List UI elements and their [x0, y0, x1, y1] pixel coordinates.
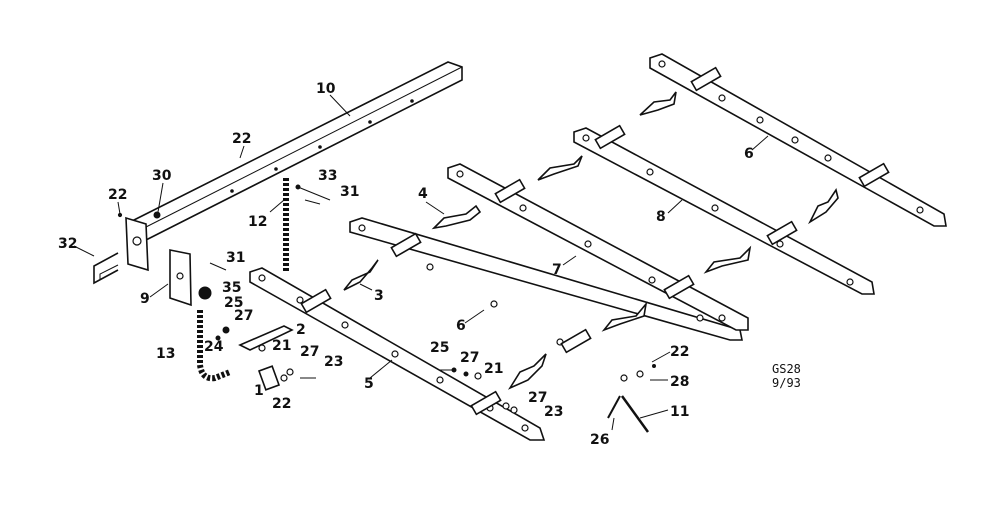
callout-30: 30 — [152, 168, 172, 184]
callout-27: 27 — [460, 350, 479, 366]
mounting-plate — [169, 249, 212, 307]
callout-28: 28 — [670, 374, 689, 390]
callouts: 10 22 30 22 32 33 31 12 31 9 35 25 27 2 … — [58, 81, 754, 448]
bolts — [209, 184, 331, 271]
callout-31: 31 — [340, 184, 359, 200]
callout-26: 26 — [590, 432, 609, 448]
callout-21: 21 — [484, 361, 503, 377]
callout-23: 23 — [324, 354, 343, 370]
callout-27: 27 — [528, 390, 547, 406]
callout-23: 23 — [544, 404, 563, 420]
callout-12: 12 — [248, 214, 267, 230]
tine — [607, 364, 656, 433]
hardware-group — [215, 325, 518, 414]
drawing-code: GS28 9/93 — [772, 362, 801, 390]
harrow-bar-5 — [249, 267, 546, 441]
callout-1: 1 — [254, 383, 264, 399]
harrow-bar-7 — [447, 163, 749, 331]
callout-9: 9 — [140, 291, 150, 307]
drawing-code-line1: GS28 — [772, 362, 801, 376]
callout-22: 22 — [108, 187, 127, 203]
u-bolt — [93, 252, 119, 285]
callout-22: 22 — [232, 131, 251, 147]
callout-5: 5 — [364, 376, 374, 392]
callout-21: 21 — [272, 338, 291, 354]
callout-4: 4 — [418, 186, 428, 202]
callout-25: 25 — [224, 295, 243, 311]
callout-13: 13 — [156, 346, 175, 362]
z-brackets — [343, 91, 839, 390]
leader-lines — [73, 94, 769, 431]
drawing-code-line2: 9/93 — [772, 376, 801, 390]
callout-3: 3 — [374, 288, 384, 304]
main-frame-tube — [129, 61, 463, 241]
callout-27: 27 — [300, 344, 319, 360]
harrow-bar-8 — [573, 124, 875, 295]
callout-22: 22 — [670, 344, 689, 360]
harrow-bar-6-back — [649, 53, 947, 227]
callout-31: 31 — [226, 250, 245, 266]
callout-27: 27 — [234, 308, 253, 324]
callout-6: 6 — [456, 318, 466, 334]
callout-33: 33 — [318, 168, 337, 184]
callout-35: 35 — [222, 280, 241, 296]
callout-10: 10 — [316, 81, 336, 97]
callout-32: 32 — [58, 236, 77, 252]
chain-hook — [197, 310, 232, 382]
callout-22: 22 — [272, 396, 291, 412]
callout-11: 11 — [670, 404, 689, 420]
callout-8: 8 — [656, 209, 666, 225]
callout-6: 6 — [744, 146, 754, 162]
callout-25: 25 — [430, 340, 449, 356]
callout-2: 2 — [296, 322, 306, 338]
callout-24: 24 — [204, 339, 224, 355]
end-plate — [117, 211, 161, 272]
callout-7: 7 — [552, 262, 562, 278]
